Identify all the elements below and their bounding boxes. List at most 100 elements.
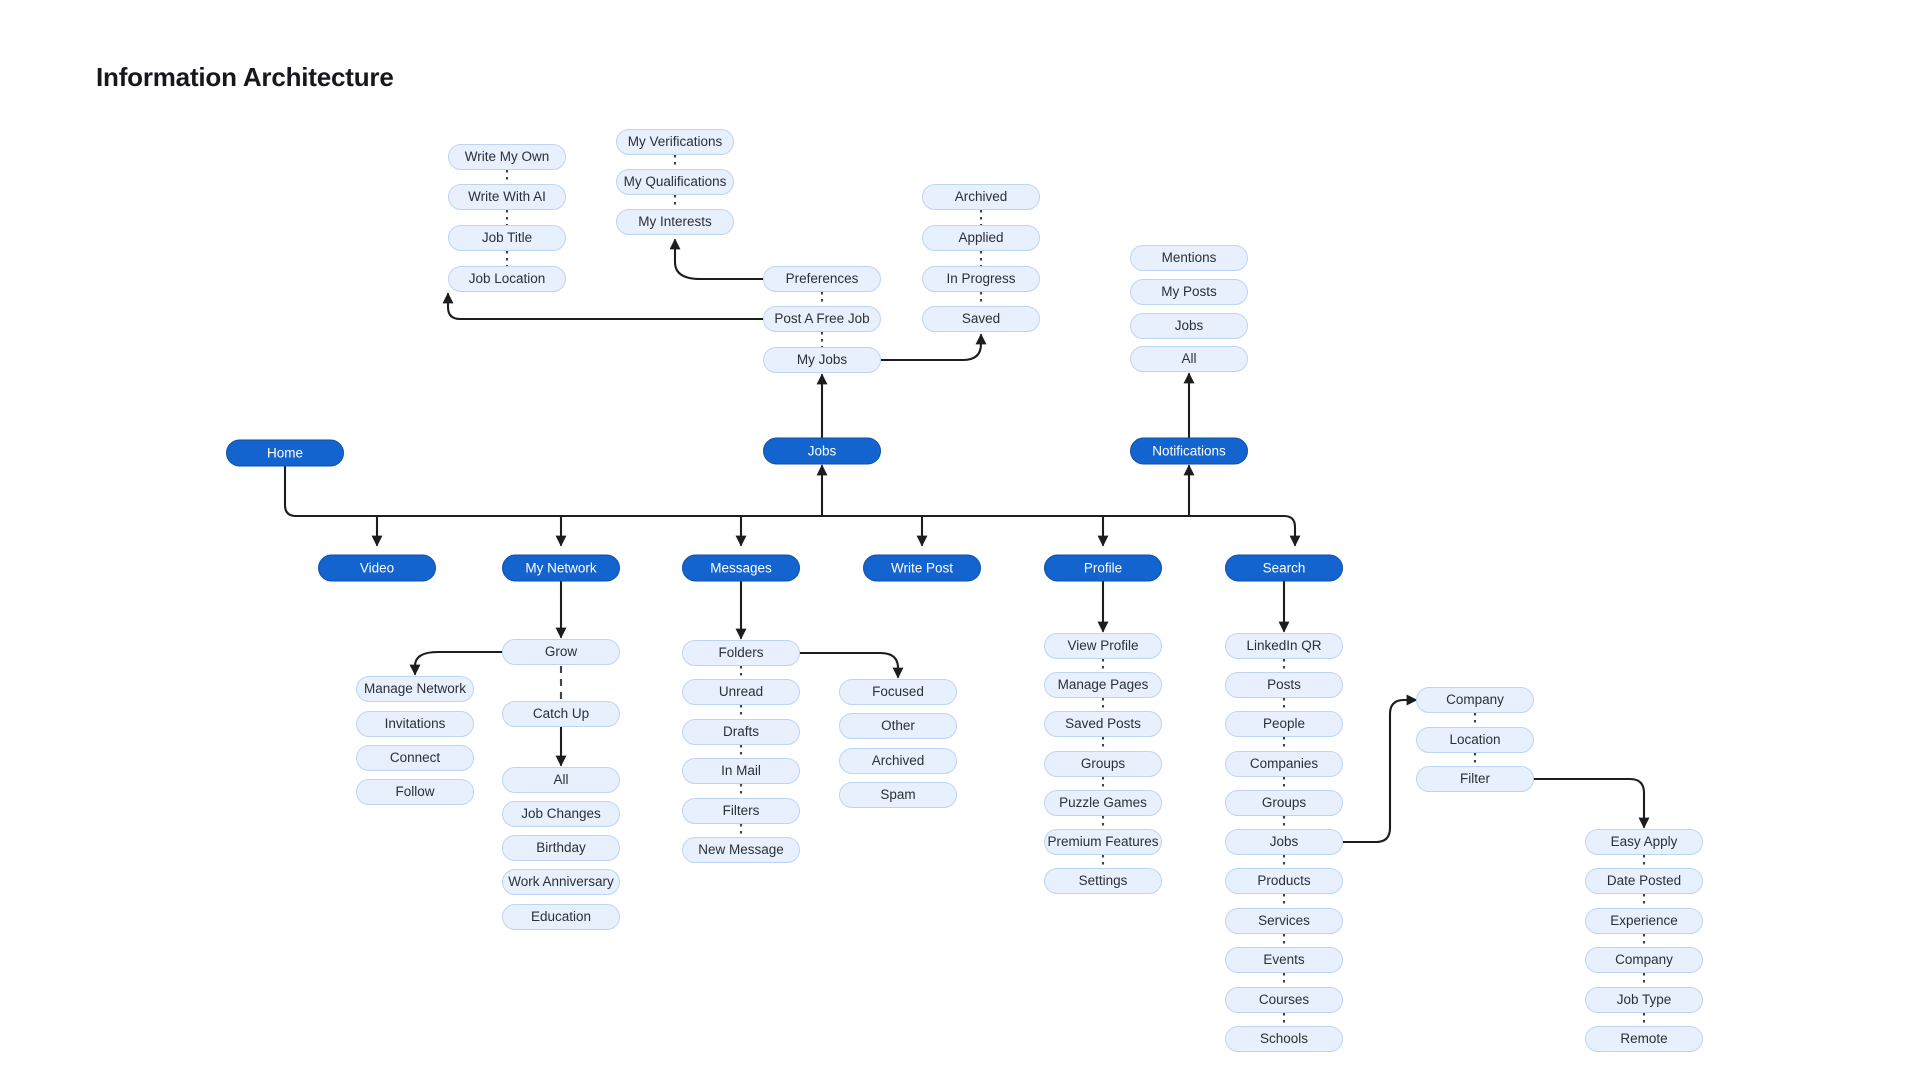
node-my-jobs-status-in-progress[interactable]: In Progress	[922, 266, 1040, 292]
node-label: Post A Free Job	[774, 311, 870, 327]
node-label: Jobs	[1269, 834, 1299, 850]
node-messages-folders-unread[interactable]: Unread	[682, 679, 800, 705]
root-node-mynetwork[interactable]: My Network	[502, 554, 620, 582]
node-network-manage-manage-network[interactable]: Manage Network	[356, 676, 474, 702]
node-post-job-compose-job-location[interactable]: Job Location	[448, 266, 566, 292]
root-node-jobs[interactable]: Jobs	[763, 437, 881, 465]
edge-grow-managenetwork	[409, 650, 504, 676]
node-profile-menu-manage-pages[interactable]: Manage Pages	[1044, 672, 1162, 698]
node-post-job-compose-write-with-ai[interactable]: Write With AI	[448, 184, 566, 210]
node-search-menu-events[interactable]: Events	[1225, 947, 1343, 973]
node-profile-menu-premium-features[interactable]: Premium Features	[1044, 829, 1162, 855]
node-label: Applied	[958, 230, 1004, 246]
node-notifications-menu-jobs[interactable]: Jobs	[1130, 313, 1248, 339]
node-notifications-menu-my-posts[interactable]: My Posts	[1130, 279, 1248, 305]
node-preferences-detail-my-interests[interactable]: My Interests	[616, 209, 734, 235]
node-network-grow-education[interactable]: Education	[502, 904, 620, 930]
node-label: My Posts	[1161, 284, 1217, 300]
node-network-grow-birthday[interactable]: Birthday	[502, 835, 620, 861]
node-filter-options-remote[interactable]: Remote	[1585, 1026, 1703, 1052]
node-label: Work Anniversary	[508, 874, 614, 890]
node-search-jobs-filters-location[interactable]: Location	[1416, 727, 1534, 753]
node-label: All	[553, 772, 569, 788]
root-node-home[interactable]: Home	[226, 439, 344, 467]
node-messages-folder-types-spam[interactable]: Spam	[839, 782, 957, 808]
edge-searchjobs-company	[1341, 694, 1418, 844]
node-notifications-menu-all[interactable]: All	[1130, 346, 1248, 372]
node-label: In Progress	[946, 271, 1016, 287]
node-network-grow-grow[interactable]: Grow	[502, 639, 620, 665]
node-label: Courses	[1258, 992, 1310, 1008]
node-messages-folder-types-archived[interactable]: Archived	[839, 748, 957, 774]
node-label: Experience	[1610, 913, 1678, 929]
node-messages-folders-new-message[interactable]: New Message	[682, 837, 800, 863]
root-node-messages[interactable]: Messages	[682, 554, 800, 582]
node-messages-folder-types-other[interactable]: Other	[839, 713, 957, 739]
node-jobs-menu-preferences[interactable]: Preferences	[763, 266, 881, 292]
root-node-video[interactable]: Video	[318, 554, 436, 582]
node-my-jobs-status-saved[interactable]: Saved	[922, 306, 1040, 332]
node-label: Home	[266, 445, 303, 461]
node-post-job-compose-write-my-own[interactable]: Write My Own	[448, 144, 566, 170]
node-label: Spam	[880, 787, 916, 803]
node-profile-menu-groups[interactable]: Groups	[1044, 751, 1162, 777]
node-profile-menu-view-profile[interactable]: View Profile	[1044, 633, 1162, 659]
node-label: Search	[1262, 560, 1306, 576]
node-label: Profile	[1083, 560, 1123, 576]
node-jobs-menu-my-jobs[interactable]: My Jobs	[763, 347, 881, 373]
node-my-jobs-status-archived[interactable]: Archived	[922, 184, 1040, 210]
node-profile-menu-puzzle-games[interactable]: Puzzle Games	[1044, 790, 1162, 816]
node-search-menu-people[interactable]: People	[1225, 711, 1343, 737]
node-network-manage-follow[interactable]: Follow	[356, 779, 474, 805]
node-messages-folders-filters[interactable]: Filters	[682, 798, 800, 824]
node-notifications-menu-mentions[interactable]: Mentions	[1130, 245, 1248, 271]
node-search-menu-linkedin-qr[interactable]: LinkedIn QR	[1225, 633, 1343, 659]
node-network-grow-all[interactable]: All	[502, 767, 620, 793]
node-network-manage-connect[interactable]: Connect	[356, 745, 474, 771]
root-node-writepost[interactable]: Write Post	[863, 554, 981, 582]
node-network-grow-job-changes[interactable]: Job Changes	[502, 801, 620, 827]
root-node-profile[interactable]: Profile	[1044, 554, 1162, 582]
node-search-menu-groups[interactable]: Groups	[1225, 790, 1343, 816]
node-label: Job Title	[481, 230, 533, 246]
node-network-grow-work-anniversary[interactable]: Work Anniversary	[502, 869, 620, 895]
node-preferences-detail-my-verifications[interactable]: My Verifications	[616, 129, 734, 155]
node-label: Company	[1615, 952, 1673, 968]
node-search-jobs-filters-company[interactable]: Company	[1416, 687, 1534, 713]
node-filter-options-date-posted[interactable]: Date Posted	[1585, 868, 1703, 894]
node-preferences-detail-my-qualifications[interactable]: My Qualifications	[616, 169, 734, 195]
node-post-job-compose-job-title[interactable]: Job Title	[448, 225, 566, 251]
node-jobs-menu-post-a-free-job[interactable]: Post A Free Job	[763, 306, 881, 332]
node-search-menu-posts[interactable]: Posts	[1225, 672, 1343, 698]
node-label: Other	[881, 718, 915, 734]
node-label: Preferences	[785, 271, 859, 287]
node-filter-options-experience[interactable]: Experience	[1585, 908, 1703, 934]
edge-postjob-joblocation	[442, 292, 765, 321]
node-search-menu-companies[interactable]: Companies	[1225, 751, 1343, 777]
node-label: Drafts	[722, 724, 759, 740]
node-search-menu-jobs[interactable]: Jobs	[1225, 829, 1343, 855]
node-search-menu-schools[interactable]: Schools	[1225, 1026, 1343, 1052]
node-label: Focused	[872, 684, 924, 700]
root-node-notifications[interactable]: Notifications	[1130, 437, 1248, 465]
node-filter-options-company[interactable]: Company	[1585, 947, 1703, 973]
node-search-menu-products[interactable]: Products	[1225, 868, 1343, 894]
node-search-menu-services[interactable]: Services	[1225, 908, 1343, 934]
node-label: Mentions	[1161, 250, 1217, 266]
node-messages-folders-in-mail[interactable]: In Mail	[682, 758, 800, 784]
node-network-grow-catch-up[interactable]: Catch Up	[502, 701, 620, 727]
node-profile-menu-saved-posts[interactable]: Saved Posts	[1044, 711, 1162, 737]
node-profile-menu-settings[interactable]: Settings	[1044, 868, 1162, 894]
node-network-manage-invitations[interactable]: Invitations	[356, 711, 474, 737]
node-filter-options-easy-apply[interactable]: Easy Apply	[1585, 829, 1703, 855]
node-messages-folder-types-focused[interactable]: Focused	[839, 679, 957, 705]
node-messages-folders-drafts[interactable]: Drafts	[682, 719, 800, 745]
node-search-menu-courses[interactable]: Courses	[1225, 987, 1343, 1013]
node-my-jobs-status-applied[interactable]: Applied	[922, 225, 1040, 251]
node-search-jobs-filters-filter[interactable]: Filter	[1416, 766, 1534, 792]
node-messages-folders-folders[interactable]: Folders	[682, 640, 800, 666]
node-label: Invitations	[384, 716, 446, 732]
node-filter-options-job-type[interactable]: Job Type	[1585, 987, 1703, 1013]
root-node-search[interactable]: Search	[1225, 554, 1343, 582]
node-label: Birthday	[536, 840, 586, 856]
